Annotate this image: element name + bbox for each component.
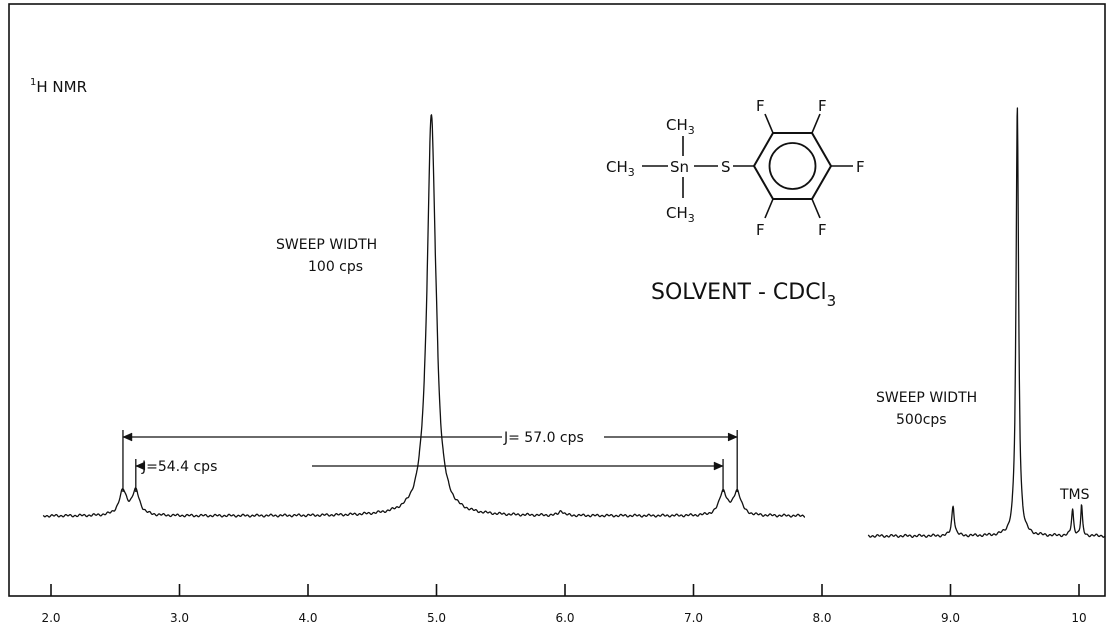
x-tick-label: 3.0 [170,611,189,625]
j-outer-part [122,432,133,442]
x-tick-label: 5.0 [427,611,446,625]
sweep-width-500-label: SWEEP WIDTH [876,390,977,406]
j-outer-part [727,432,738,442]
sweep-width-100-value: 100 cps [308,259,363,275]
fluorine-atom: F [756,97,765,115]
fluorine-atom: F [756,221,765,239]
coupling-bracket-outer [122,430,738,492]
aromatic-circle [768,142,817,190]
coupling-outer-label: J= 57.0 cps [503,430,584,446]
methyl-bottom: CH3 [666,204,695,225]
spectrum-trace-sweep-100 [42,114,806,518]
x-tick-label: 8.0 [812,611,831,625]
x-axis-ticks: 2.0 3.0 4.0 5.0 6.0 7.0 8.0 9.0 10 [41,584,1087,625]
j-inner-part [713,461,724,471]
j-inner-part [135,461,146,471]
fluorine-atom: F [818,221,827,239]
methyl-top: CH3 [666,116,695,137]
coupling-bracket-inner [135,459,724,492]
fluorine-atom: F [818,97,827,115]
x-tick-label: 2.0 [41,611,60,625]
plot-frame [8,3,1106,597]
tms-label: TMS [1059,487,1090,503]
sweep-width-100-label: SWEEP WIDTH [276,237,377,253]
sulfur-atom: S [721,158,731,176]
x-tick-label: 10 [1071,611,1086,625]
tin-atom: Sn [670,158,689,176]
spectrum-trace-sweep-500 [867,107,1106,538]
coupling-inner-label: J=54.4 cps [141,459,217,475]
methyl-left: CH3 [606,158,635,179]
x-tick-label: 9.0 [941,611,960,625]
x-tick-label: 7.0 [684,611,703,625]
chemical-structure: CH3 CH3 Sn S CH3 F F F F F [606,97,865,239]
fluorine-atom: F [856,158,865,176]
x-tick-label: 4.0 [298,611,317,625]
x-tick-label: 6.0 [555,611,574,625]
solvent-label: SOLVENT - CDCl3 [651,280,836,310]
sweep-width-500-value: 500cps [896,412,947,428]
spectrum-label: 1H NMR [30,77,87,96]
